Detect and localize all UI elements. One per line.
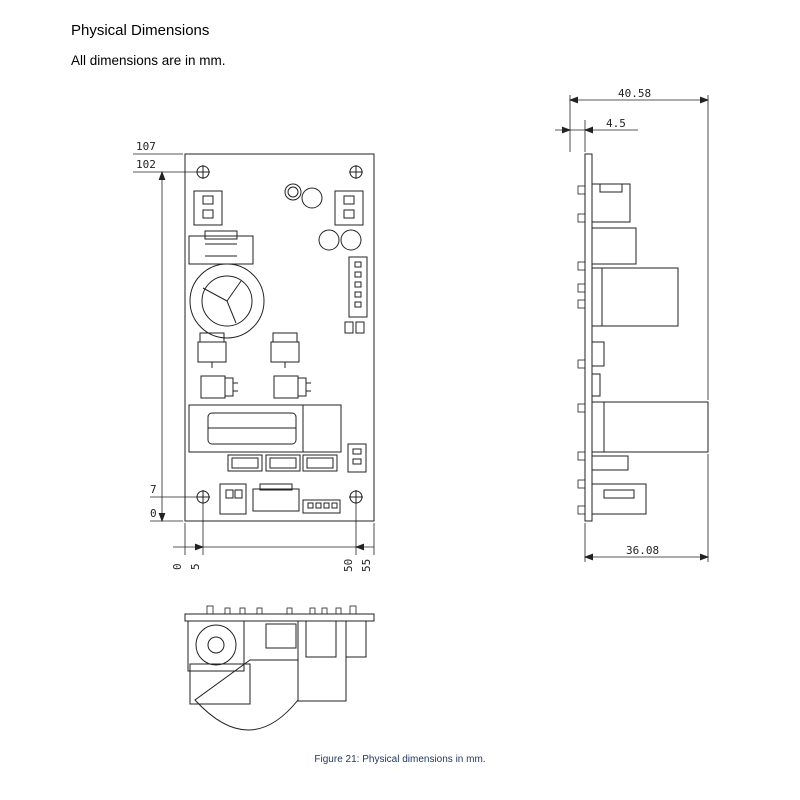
dim-40-58: 40.58: [618, 87, 651, 100]
dim-4-5: 4.5: [606, 117, 626, 130]
side-transformer: [591, 401, 709, 453]
side-view: 40.58 4.5 36.08: [555, 87, 710, 562]
bottom-inductor: [187, 620, 245, 672]
dim-x-50: 50: [342, 559, 355, 572]
mounting-holes: [196, 165, 363, 504]
front-horizontal-dims: [173, 504, 375, 555]
bottom-pcb: [184, 613, 375, 622]
bottom-transformer: [297, 620, 347, 702]
dim-x-5: 5: [189, 563, 202, 570]
connector-top-left: [193, 190, 223, 226]
dim-36-08: 36.08: [626, 544, 659, 557]
side-inductor: [591, 227, 637, 265]
pcb-outline: [184, 153, 375, 522]
bottom-view: [184, 605, 375, 731]
dim-x-0: 0: [171, 563, 184, 570]
front-view: 107 102 7 0 0 5 50 55: [133, 140, 375, 572]
inductor-bottom: [252, 488, 300, 512]
dim-0-vertical: 0: [150, 507, 157, 520]
toroid-coil: [189, 263, 265, 339]
inductor-top: [188, 235, 254, 265]
side-connector-top: [591, 183, 631, 223]
side-connector-bottom: [591, 483, 647, 515]
terminal-block: [219, 483, 247, 515]
side-pcb: [584, 153, 593, 522]
dim-x-55: 55: [360, 559, 373, 572]
side-dims: [555, 95, 710, 562]
side-capacitor: [591, 267, 679, 327]
page-subtitle: All dimensions are in mm.: [71, 53, 226, 68]
pin-header: [348, 256, 368, 318]
dim-7: 7: [150, 483, 157, 496]
dim-107: 107: [136, 140, 156, 153]
connector-top-right: [334, 190, 364, 226]
figure-caption: Figure 21: Physical dimensions in mm.: [314, 754, 486, 765]
front-vertical-dims: [133, 153, 196, 523]
dim-102: 102: [136, 158, 156, 171]
page-title: Physical Dimensions: [71, 22, 210, 39]
